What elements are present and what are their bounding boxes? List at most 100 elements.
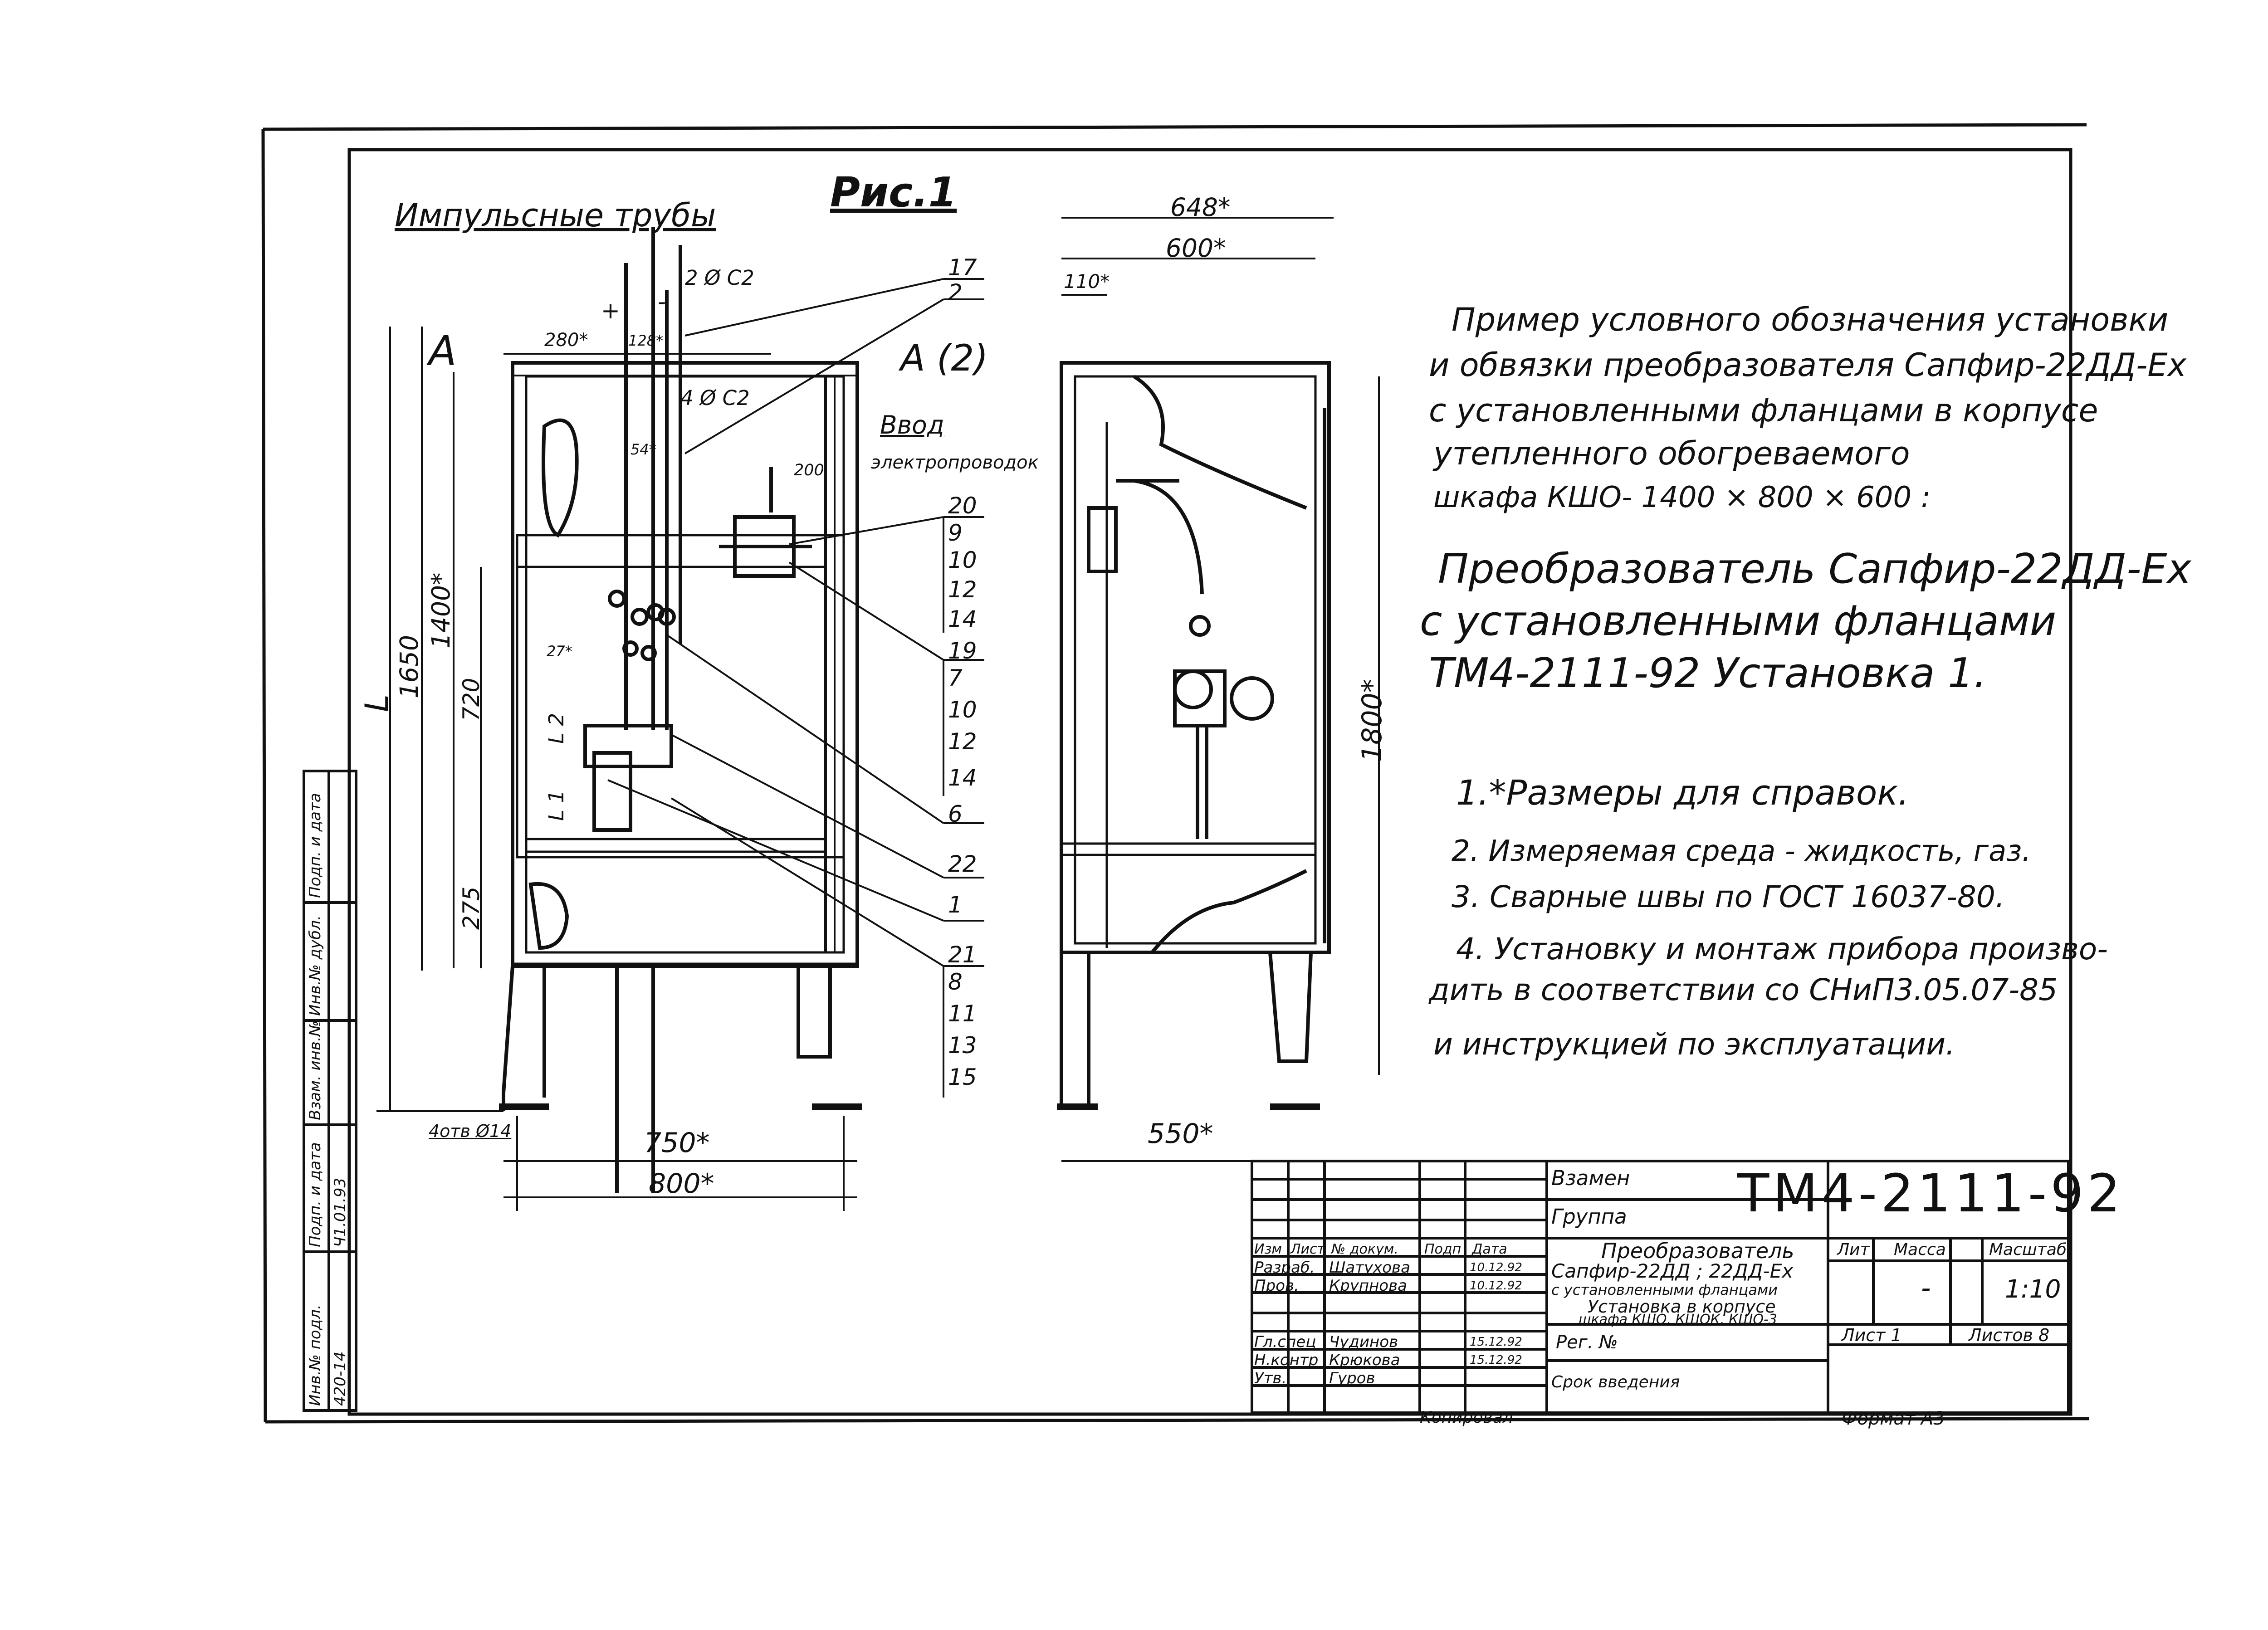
col-docnum: № докум. xyxy=(1331,1241,1398,1257)
gruppa-label: Группа xyxy=(1551,1205,1627,1229)
holes-label: 4отв Ø14 xyxy=(429,1121,512,1141)
strip-inv-podl-value: 420-14 xyxy=(331,1351,349,1406)
dim-1650: 1650 xyxy=(395,635,424,698)
date-nkontr: 15.12.92 xyxy=(1470,1353,1522,1367)
dim-1800: 1800* xyxy=(1356,679,1388,762)
callout-11: 11 xyxy=(948,1000,977,1027)
callout-13: 13 xyxy=(948,1032,977,1059)
dim-110: 110* xyxy=(1064,270,1110,293)
name-nkontr: Крюкова xyxy=(1329,1351,1400,1369)
dim-600: 600* xyxy=(1166,234,1226,263)
srok-vvedeniya: Срок введения xyxy=(1551,1373,1680,1391)
section-a-right: A (2) xyxy=(900,337,988,379)
strip-podp-data-2: Подп. и дата xyxy=(306,793,324,898)
callout-14a: 14 xyxy=(948,606,977,632)
designation-line-3: ТМ4-2111-92 Установка 1. xyxy=(1429,649,1987,697)
strip-podp-data-1: Подп. и дата xyxy=(306,1142,324,1247)
note-2: 2. Измеряемая среда - жидкость, газ. xyxy=(1452,835,2031,868)
lit-label: Лит xyxy=(1837,1240,1870,1259)
callout-22: 22 xyxy=(948,851,977,877)
callout-2: 2 xyxy=(948,279,963,306)
dim-275: 275 xyxy=(458,886,484,930)
front-view xyxy=(499,227,862,1193)
designation-line-1: Преобразователь Сапфир-22ДД-Ex xyxy=(1438,545,2191,593)
callout-10b: 10 xyxy=(948,697,977,723)
col-data: Дата xyxy=(1472,1241,1507,1257)
side-strip-lines xyxy=(303,770,357,1412)
callout-8: 8 xyxy=(948,969,963,995)
dim-L2: L 2 xyxy=(544,713,568,744)
strip-inv-dubl: Инв.№ дубл. xyxy=(306,915,324,1016)
role-glspec: Гл.спец xyxy=(1254,1333,1316,1351)
callout-14b: 14 xyxy=(948,765,977,791)
note-1: 1.*Размеры для справок. xyxy=(1456,772,1909,813)
note-4: 4. Установку и монтаж прибора произво- xyxy=(1456,932,2108,966)
callout-17: 17 xyxy=(948,254,977,281)
callout-15: 15 xyxy=(948,1064,977,1090)
col-izm: Изм xyxy=(1254,1241,1282,1257)
desc-line-2: и обвязки преобразователя Сапфир-22ДД-Ex xyxy=(1429,346,2187,384)
dim-750: 750* xyxy=(644,1127,710,1159)
stamp-title-3: с установленными фланцами xyxy=(1551,1281,1778,1298)
dim-27: 27* xyxy=(547,643,572,660)
strip-vzam-inv: Взам. инв.№ xyxy=(306,1020,324,1120)
strip-podp-data-1-value: Ч1.01.93 xyxy=(331,1177,349,1247)
desc-line-4: утепленного обогреваемого xyxy=(1433,435,1910,472)
callout-9: 9 xyxy=(948,520,963,546)
dim-648: 648* xyxy=(1170,193,1231,222)
col-list: Лист xyxy=(1290,1241,1325,1257)
impulse-tubes-label: Импульсные трубы xyxy=(395,197,716,234)
desc-line-3: с установленными фланцами в корпусе xyxy=(1429,392,2098,429)
mass-value: - xyxy=(1921,1272,1931,1304)
role-prov: Пров. xyxy=(1254,1277,1299,1295)
note-3: 3. Сварные швы по ГОСТ 16037-80. xyxy=(1452,879,2005,914)
callout-7: 7 xyxy=(948,665,963,691)
dim-L: L xyxy=(358,694,396,712)
name-prov: Крупнова xyxy=(1329,1277,1407,1295)
stamp-title-1: Преобразователь xyxy=(1601,1239,1794,1263)
name-utv: Гуров xyxy=(1329,1369,1375,1387)
date-glspec: 15.12.92 xyxy=(1470,1335,1522,1349)
vzamen-label: Взамен xyxy=(1551,1166,1630,1190)
scale-value: 1:10 xyxy=(2005,1274,2061,1303)
dim-800: 800* xyxy=(649,1168,714,1200)
dim-200: 200 xyxy=(794,461,824,479)
sheet-label: Лист 1 xyxy=(1842,1325,1902,1345)
note-5: дить в соответствии со СНиП3.05.07-85 xyxy=(1429,972,2058,1007)
dim-720: 720 xyxy=(458,678,484,721)
side-view xyxy=(1057,361,1331,1110)
desc-line-5: шкафа КШО- 1400 × 800 × 600 : xyxy=(1433,481,1931,514)
date-razrab: 10.12.92 xyxy=(1470,1261,1522,1274)
kopiroval-label: Копировал xyxy=(1420,1408,1513,1427)
c2-top-label: 2 Ø С2 xyxy=(685,266,754,290)
cable-entry-2: электропроводок xyxy=(871,452,1039,473)
callout-19: 19 xyxy=(948,638,977,664)
reg-no: Рег. № xyxy=(1556,1332,1618,1353)
designation-line-2: с установленными фланцами xyxy=(1420,597,2057,645)
dim-128: 128* xyxy=(628,332,664,349)
note-6: и инструкцией по эксплуатации. xyxy=(1433,1027,1955,1062)
plus-label: + xyxy=(601,298,620,324)
dim-54: 54* xyxy=(631,441,656,458)
dim-550: 550* xyxy=(1148,1118,1213,1150)
format-label: Формат А3 xyxy=(1842,1408,1945,1429)
callout-21: 21 xyxy=(948,942,977,968)
name-glspec: Чудинов xyxy=(1329,1333,1398,1351)
callout-1: 1 xyxy=(948,892,963,918)
doc-number: ТМ4-2111-92 xyxy=(1737,1163,2124,1224)
minus-label: - xyxy=(658,288,666,315)
figure-title: Рис.1 xyxy=(830,169,957,216)
dim-1400: 1400* xyxy=(426,572,455,649)
stamp-title-4: Установка в корпусе xyxy=(1588,1297,1776,1317)
callout-20: 20 xyxy=(948,493,977,519)
callout-10a: 10 xyxy=(948,547,977,573)
cable-entry-1: Ввод xyxy=(880,410,944,439)
scale-label: Масштаб xyxy=(1989,1240,2067,1259)
c2-mid-label: 4 Ø С2 xyxy=(680,386,750,410)
date-prov: 10.12.92 xyxy=(1470,1279,1522,1293)
strip-inv-podl: Инв.№ подл. xyxy=(306,1304,324,1406)
stamp-title-5: шкафа КШО, КШОК, КШО-3 xyxy=(1579,1312,1777,1327)
dim-280: 280* xyxy=(544,330,588,351)
section-a-left: A xyxy=(429,327,457,375)
